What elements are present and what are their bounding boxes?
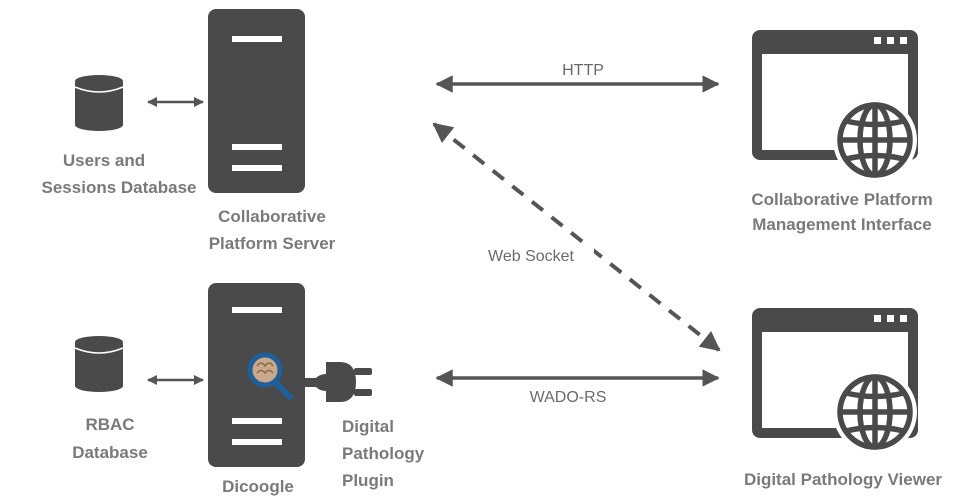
wado-rs-edge: WADO-RS bbox=[435, 369, 720, 406]
database-icon bbox=[74, 336, 124, 392]
websocket-label: Web Socket bbox=[488, 248, 575, 265]
dicoogle-server: Dicoogle bbox=[208, 283, 305, 496]
dicoogle-label: Dicoogle bbox=[222, 477, 294, 496]
users-sessions-database: Users and Sessions Database bbox=[42, 75, 197, 197]
websocket-edge: Web Socket bbox=[432, 122, 721, 352]
dicoogle-magnifier-logo-icon bbox=[247, 352, 293, 400]
digital-pathology-viewer: Digital Pathology Viewer bbox=[744, 308, 942, 489]
collaborative-platform-server: Collaborative Platform Server bbox=[208, 9, 336, 253]
server-label-line2: Platform Server bbox=[209, 234, 336, 253]
rbac-database: RBAC Database bbox=[72, 336, 148, 462]
users-db-label-line2: Sessions Database bbox=[42, 178, 197, 197]
management-interface: Collaborative Platform Management Interf… bbox=[751, 30, 933, 234]
viewer-label: Digital Pathology Viewer bbox=[744, 470, 942, 489]
plugin-label-line2: Pathology bbox=[342, 444, 425, 463]
browser-globe-icon bbox=[752, 30, 918, 182]
wado-rs-label: WADO-RS bbox=[530, 389, 607, 406]
server-label-line1: Collaborative bbox=[218, 207, 326, 226]
http-edge: HTTP bbox=[435, 62, 720, 93]
database-icon bbox=[74, 75, 124, 131]
mgmt-label-line2: Management Interface bbox=[752, 215, 932, 234]
rbac-db-label-line1: RBAC bbox=[85, 415, 134, 434]
plugin-label-line3: Plugin bbox=[342, 471, 394, 490]
server-icon bbox=[208, 9, 305, 193]
plug-icon bbox=[305, 362, 372, 402]
plugin-label-line1: Digital bbox=[342, 417, 394, 436]
digital-pathology-plugin: Digital Pathology Plugin bbox=[342, 417, 425, 490]
mgmt-label-line1: Collaborative Platform bbox=[751, 190, 932, 209]
rbac-db-label-line2: Database bbox=[72, 443, 148, 462]
users-db-label-line1: Users and bbox=[63, 151, 145, 170]
browser-globe-icon bbox=[752, 308, 918, 454]
http-label: HTTP bbox=[562, 62, 604, 79]
